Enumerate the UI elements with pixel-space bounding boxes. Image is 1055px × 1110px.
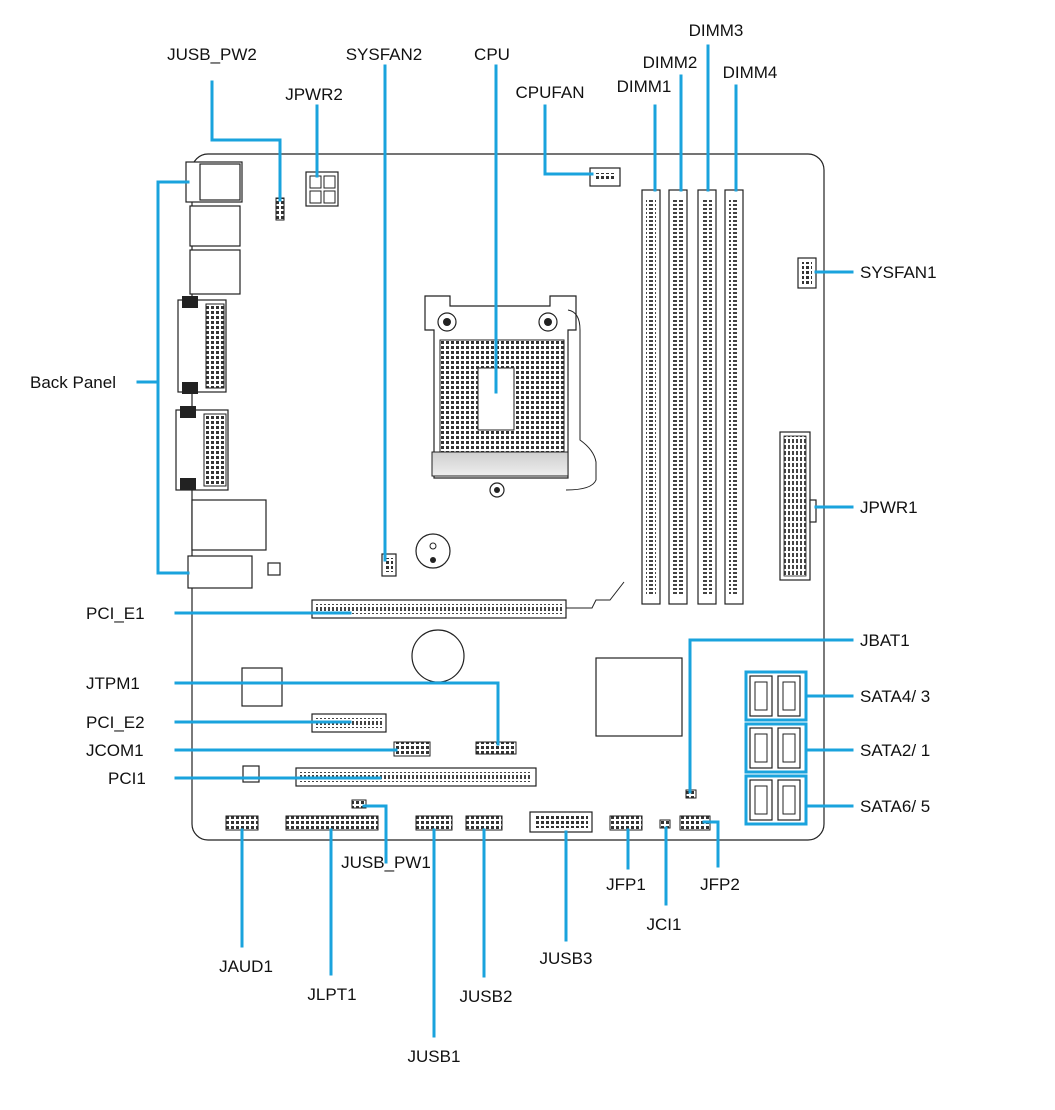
label-sata43: SATA4/ 3	[860, 687, 930, 706]
jcom1-header	[393, 741, 431, 757]
label-dimm3: DIMM3	[689, 21, 744, 40]
jlpt1-header	[285, 815, 379, 831]
label-sata21: SATA2/ 1	[860, 741, 930, 760]
label-sata65: SATA6/ 5	[860, 797, 930, 816]
jusb2-header	[465, 815, 503, 831]
label-cpu: CPU	[474, 45, 510, 64]
label-jfp1: JFP1	[606, 875, 646, 894]
jtpm1-header	[475, 741, 517, 755]
label-jusb-pw1: JUSB_PW1	[341, 853, 431, 872]
label-pci-e2: PCI_E2	[86, 713, 145, 732]
buzzer	[415, 533, 451, 569]
label-jpwr2: JPWR2	[285, 85, 343, 104]
label-dimm2: DIMM2	[643, 53, 698, 72]
label-jtpm1: JTPM1	[86, 674, 140, 693]
label-pci-e1: PCI_E1	[86, 604, 145, 623]
label-cpufan: CPUFAN	[516, 83, 585, 102]
label-jbat1: JBAT1	[860, 631, 910, 650]
label-sysfan2: SYSFAN2	[346, 45, 423, 64]
label-back-panel: Back Panel	[30, 373, 116, 392]
jusb-pw1-header	[351, 799, 367, 809]
small-chip	[241, 667, 283, 707]
label-dimm4: DIMM4	[723, 63, 778, 82]
component-labels: JUSB_PW2 SYSFAN2 CPU JPWR2 CPUFAN DIMM1 …	[30, 21, 937, 1066]
jfp1-header	[609, 815, 643, 831]
label-jusb3: JUSB3	[540, 949, 593, 968]
jaud1-header	[225, 815, 259, 831]
label-jusb2: JUSB2	[460, 987, 513, 1006]
label-jfp2: JFP2	[700, 875, 740, 894]
label-jcom1: JCOM1	[86, 741, 144, 760]
jpwr2-connector	[305, 171, 339, 207]
chipset	[595, 657, 683, 737]
small-component	[242, 765, 260, 783]
label-jusb-pw2: JUSB_PW2	[167, 45, 257, 64]
cpu-socket	[424, 295, 597, 498]
label-jusb1: JUSB1	[408, 1047, 461, 1066]
label-jaud1: JAUD1	[219, 957, 273, 976]
label-jci1: JCI1	[647, 915, 682, 934]
label-dimm1: DIMM1	[617, 77, 672, 96]
back-panel-connectors	[175, 161, 281, 589]
sata-connectors	[744, 670, 808, 826]
label-jlpt1: JLPT1	[307, 985, 356, 1004]
label-jpwr1: JPWR1	[860, 498, 918, 517]
label-pci1: PCI1	[108, 769, 146, 788]
capacitor	[411, 629, 465, 683]
leader-lines	[136, 44, 854, 1038]
label-sysfan1: SYSFAN1	[860, 263, 937, 282]
jusb1-header	[415, 815, 453, 831]
